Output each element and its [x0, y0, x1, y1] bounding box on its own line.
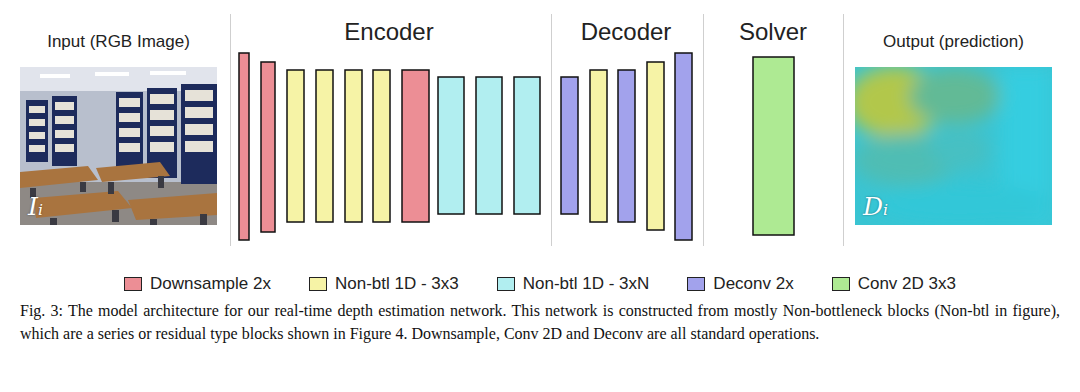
image-symbol: Iᵢ [28, 192, 43, 222]
deconv-block [675, 53, 692, 240]
image-heading: Input (RGB Image) [47, 32, 190, 52]
legend-swatch [309, 277, 327, 291]
non-btl-3x3-block [647, 62, 664, 230]
downsample-block [261, 62, 275, 232]
legend-text: Deconv 2x [713, 274, 793, 294]
section-separator [231, 14, 844, 246]
non-btl-3xn-block [438, 77, 464, 214]
image-heading: Output (prediction) [883, 32, 1024, 52]
non-btl-3x3-block [287, 70, 304, 222]
non-btl-3x3-block [373, 70, 390, 222]
image-panel: Input (RGB Image)Iᵢ [20, 67, 217, 225]
legend-swatch [497, 277, 515, 291]
non-btl-3x3-block [345, 70, 362, 222]
legend-item: Non-btl 1D - 3xN [497, 274, 650, 294]
downsample-block [239, 53, 249, 240]
legend-swatch [832, 277, 850, 291]
deconv-block [561, 77, 578, 214]
section-title: Decoder [581, 18, 672, 46]
downsample-block [402, 70, 429, 222]
legend-text: Conv 2D 3x3 [858, 274, 956, 294]
input-photo [20, 67, 217, 225]
legend-text: Non-btl 1D - 3x3 [335, 274, 459, 294]
conv2d-block [753, 57, 794, 235]
non-btl-3xn-block [514, 77, 540, 214]
section-title: Encoder [344, 18, 433, 46]
legend-item: Conv 2D 3x3 [832, 274, 956, 294]
deconv-block [618, 70, 635, 222]
legend-swatch [687, 277, 705, 291]
network-blocks [239, 53, 794, 240]
non-btl-3x3-block [316, 70, 333, 222]
legend-item: Non-btl 1D - 3x3 [309, 274, 459, 294]
non-btl-3xn-block [476, 77, 502, 214]
legend-text: Downsample 2x [150, 274, 271, 294]
image-panel: Output (prediction)Dᵢ [855, 67, 1052, 225]
section-title: Solver [739, 18, 807, 46]
figure-caption: Fig. 3: The model architecture for our r… [20, 299, 1060, 345]
legend-text: Non-btl 1D - 3xN [523, 274, 650, 294]
legend-item: Deconv 2x [687, 274, 793, 294]
non-btl-3x3-block [590, 70, 607, 222]
output-depth-map [855, 67, 1052, 225]
image-symbol: Dᵢ [863, 192, 888, 222]
legend: Downsample 2x Non-btl 1D - 3x3 Non-btl 1D … [0, 272, 1080, 296]
legend-item: Downsample 2x [124, 274, 271, 294]
legend-swatch [124, 277, 142, 291]
